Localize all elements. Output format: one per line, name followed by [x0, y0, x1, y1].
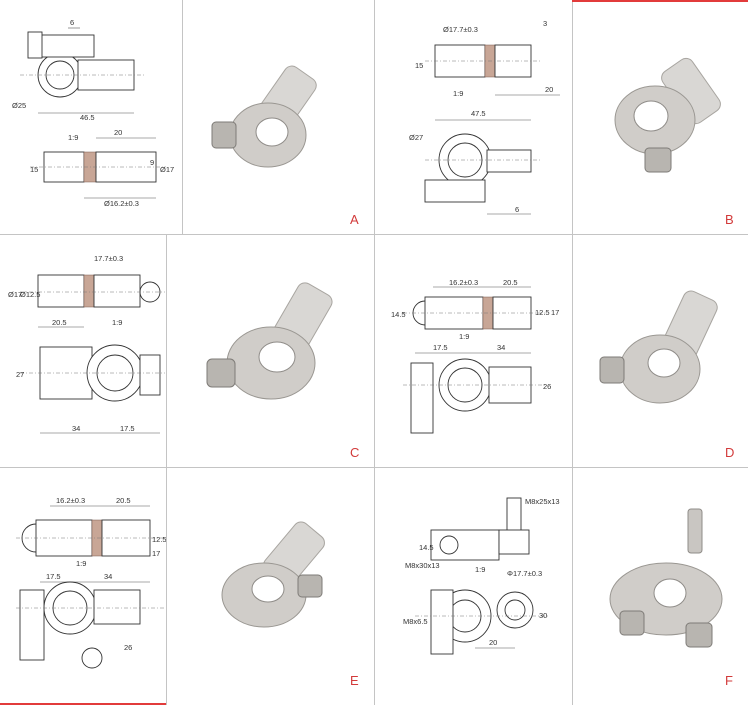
dim-d-8: 26: [543, 382, 551, 391]
technical-drawing-d: 16.2±0.3 20.5 14.5 12.5 17 1:9 17.5 34 2…: [391, 278, 559, 434]
grid-line-v5: [166, 467, 167, 705]
dim-a-4: 20: [114, 128, 122, 137]
product-photo-c: [206, 282, 333, 400]
panel-b: Ø17.7±0.3 3 15 1:9 20 47.5 Ø27 6 B: [375, 0, 748, 234]
technical-drawing-c: 17.7±0.3 Ø17 Ø12.5 20.5 1:9 27 34 17.5: [8, 254, 165, 434]
dim-c-4: 1:9: [112, 318, 122, 327]
dim-d-2: 14.5: [391, 310, 406, 319]
dim-e-5: 17.5: [46, 572, 61, 581]
dim-d-5: 1:9: [459, 332, 469, 341]
dim-c-7: 17.5: [120, 424, 135, 433]
dim-d-0: 16.2±0.3: [449, 278, 478, 287]
technical-drawing-e: 16.2±0.3 20.5 12.5 17 1:9 17.5 34 26: [16, 496, 166, 669]
dim-f-3: 1:9: [475, 565, 485, 574]
product-photo-f: [609, 508, 723, 648]
dim-d-1: 20.5: [503, 278, 518, 287]
dim-a-2: 46.5: [80, 113, 95, 122]
dim-c-5: 27: [16, 370, 24, 379]
dim-e-4: 1:9: [76, 559, 86, 568]
dim-c-3: 20.5: [52, 318, 67, 327]
dim-d-7: 34: [497, 343, 505, 352]
grid-line-v3: [572, 0, 573, 705]
dim-e-2: 12.5: [152, 535, 166, 544]
dim-d-6: 17.5: [433, 343, 448, 352]
panel-letter-a: A: [350, 212, 359, 227]
dim-e-1: 20.5: [116, 496, 131, 505]
technical-drawing-b: Ø17.7±0.3 3 15 1:9 20 47.5 Ø27 6: [409, 19, 560, 215]
panel-letter-c: C: [350, 445, 360, 460]
dim-e-3: 17: [152, 549, 160, 558]
dim-a-6: 9: [150, 158, 154, 167]
dim-a-7: Ø17: [160, 165, 174, 174]
dim-f-2: M8x30x13: [405, 561, 440, 570]
dim-c-0: 17.7±0.3: [94, 254, 123, 263]
dim-e-6: 34: [104, 572, 112, 581]
dim-f-1: 14.5: [419, 543, 434, 552]
dim-b-7: 6: [515, 205, 519, 214]
panel-d: 16.2±0.3 20.5 14.5 12.5 17 1:9 17.5 34 2…: [375, 235, 748, 467]
dim-f-0: M8x25x13: [525, 497, 560, 506]
dim-b-2: 15: [415, 61, 423, 70]
dim-f-7: 20: [489, 638, 497, 647]
dim-c-1: Ø17: [8, 290, 22, 299]
dim-a-5: 15: [30, 165, 38, 174]
dim-f-6: 30: [539, 611, 547, 620]
dim-b-0: Ø17.7±0.3: [443, 25, 478, 34]
product-photo-e: [221, 521, 325, 628]
dim-a-1: Ø25: [12, 101, 26, 110]
dim-e-0: 16.2±0.3: [56, 496, 85, 505]
product-photo-d: [599, 290, 718, 404]
dim-a-8: Ø16.2±0.3: [104, 199, 139, 208]
panel-letter-e: E: [350, 673, 359, 688]
technical-drawing-a: 6 Ø25 46.5 1:9 20 15 9 Ø17 Ø16.2±0.3: [12, 18, 174, 208]
panel-letter-d: D: [725, 445, 735, 460]
dim-e-7: 26: [124, 643, 132, 652]
dim-f-5: M8x6.5: [403, 617, 428, 626]
dim-d-3: 12.5: [535, 308, 550, 317]
accent-line-top: [572, 0, 748, 2]
dim-c-2: Ø12.5: [20, 290, 40, 299]
dim-b-4: 20: [545, 85, 553, 94]
dim-b-5: 47.5: [471, 109, 486, 118]
dim-b-6: Ø27: [409, 133, 423, 142]
panel-e: 16.2±0.3 20.5 12.5 17 1:9 17.5 34 26 E: [0, 468, 374, 703]
grid-line-v4: [182, 0, 183, 234]
panel-a: 6 Ø25 46.5 1:9 20 15 9 Ø17 Ø16.2±0.3 A: [0, 0, 374, 234]
dim-c-6: 34: [72, 424, 80, 433]
dim-a-3: 1:9: [68, 133, 78, 142]
panel-f: M8x25x13 14.5 M8x30x13 1:9 Φ17.7±0.3 M8x…: [375, 468, 748, 703]
dim-a-0: 6: [70, 18, 74, 27]
panel-c: 17.7±0.3 Ø17 Ø12.5 20.5 1:9 27 34 17.5 C: [0, 235, 374, 467]
accent-line-bottom: [0, 703, 166, 705]
panel-letter-f: F: [725, 673, 733, 688]
panel-letter-b: B: [725, 212, 734, 227]
dim-f-4: Φ17.7±0.3: [507, 569, 542, 578]
grid-line-v2: [166, 234, 167, 467]
dim-b-3: 1:9: [453, 89, 463, 98]
technical-drawing-f: M8x25x13 14.5 M8x30x13 1:9 Φ17.7±0.3 M8x…: [403, 497, 560, 655]
product-photo-a: [211, 65, 317, 168]
dim-b-1: 3: [543, 19, 547, 28]
product-photo-b: [614, 57, 721, 173]
dim-d-4: 17: [551, 308, 559, 317]
grid-line-v1: [374, 0, 375, 705]
